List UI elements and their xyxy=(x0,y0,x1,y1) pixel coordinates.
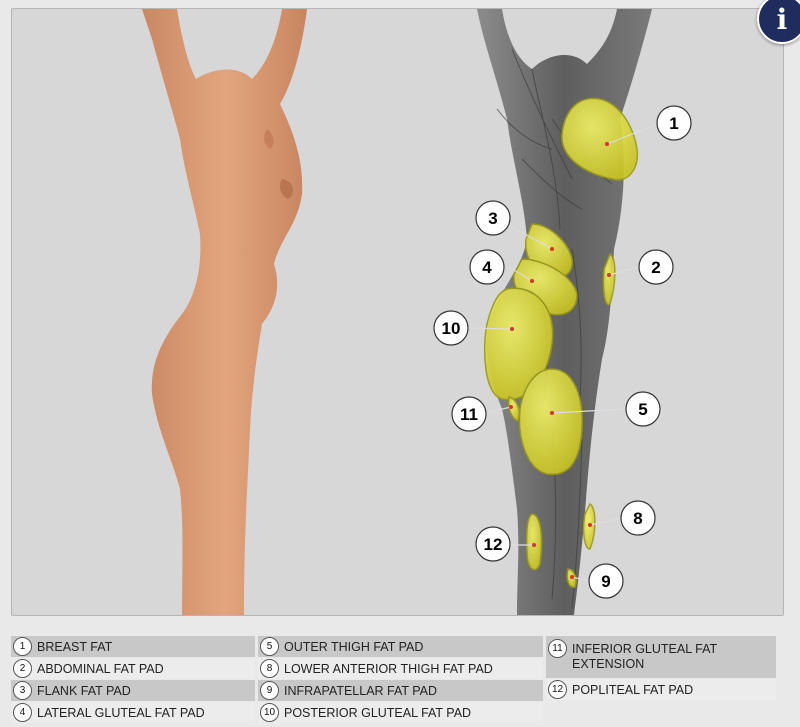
svg-text:1: 1 xyxy=(669,114,678,133)
svg-text:12: 12 xyxy=(484,535,503,554)
callout-12: 12 xyxy=(475,526,511,562)
svg-text:4: 4 xyxy=(482,258,492,277)
callout-3: 3 xyxy=(475,200,511,236)
fat-pad-inferior-gluteal xyxy=(507,396,521,422)
fat-pad-abdominal xyxy=(602,252,616,306)
callout-11: 11 xyxy=(451,396,487,432)
fat-pad-breast xyxy=(561,97,639,181)
svg-text:3: 3 xyxy=(488,209,497,228)
callout-4: 4 xyxy=(469,249,505,285)
svg-text:10: 10 xyxy=(442,319,461,338)
fat-pads xyxy=(483,97,639,589)
fat-pad-posterior-gluteal xyxy=(483,287,554,401)
fat-pad-popliteal xyxy=(525,513,543,571)
callout-2: 2 xyxy=(638,249,674,285)
skin-figure xyxy=(142,9,307,615)
leader-lines xyxy=(467,122,661,582)
svg-text:2: 2 xyxy=(651,258,660,277)
svg-text:8: 8 xyxy=(633,509,642,528)
callout-5: 5 xyxy=(625,391,661,427)
svg-text:5: 5 xyxy=(638,400,647,419)
svg-text:9: 9 xyxy=(601,572,610,591)
callout-9: 9 xyxy=(588,563,624,599)
svg-text:11: 11 xyxy=(460,405,478,424)
figure-panel: 1 2 3 4 5 8 9 10 11 12 xyxy=(11,8,784,616)
info-icon[interactable]: i xyxy=(757,0,800,44)
callout-10: 10 xyxy=(433,310,469,346)
callout-1: 1 xyxy=(656,105,692,141)
callout-8: 8 xyxy=(620,500,656,536)
callout-markers: 1 2 3 4 5 8 9 10 11 12 xyxy=(433,105,692,599)
leader-dots xyxy=(509,142,611,579)
fat-pad-outer-thigh xyxy=(518,368,583,476)
anatomy-illustration: 1 2 3 4 5 8 9 10 11 12 xyxy=(142,9,692,615)
